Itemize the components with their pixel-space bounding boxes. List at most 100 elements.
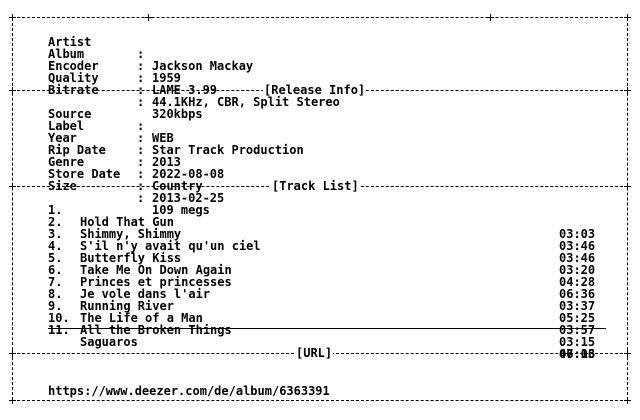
field-value: 44.1KHz, CBR, Split Stereo [152,95,340,109]
corner-plus [9,397,16,404]
track-number: 8. [48,287,63,301]
track-row: 10. All the Broken Things 03:15 [0,300,595,360]
track-title: Princes et princesses [80,275,232,289]
bitrate-row: Bitrate : 320kbps [0,72,203,132]
album-url[interactable]: https://www.deezer.com/de/album/6363391 [48,384,330,398]
track-row: 3. S'il n'y avait qu'un ciel 03:46 [0,216,595,276]
field-label: Label [48,119,85,133]
top-rule [12,17,628,18]
field-label: Rip Date [48,143,106,157]
field-value: LAME 3.99 [152,83,218,97]
track-row: 9. The Life of a Man 03:57 [0,288,595,348]
field-label: Source [48,107,92,121]
corner-plus [624,397,631,404]
label-row: Label : Star Track Production [0,108,304,168]
corner-plus [9,87,16,94]
field-label: Bitrate [48,83,99,97]
track-duration: 03:46 [559,239,596,253]
genre-row: Genre : Country [0,144,203,204]
size-row: Size : 109 megs [0,168,210,228]
release-info-title: [Release Info] [263,83,367,97]
track-row: 2. Shimmy, Shimmy 03:46 [0,204,595,264]
track-title: Take Me On Down Again [80,263,232,277]
track-duration: 03:15 [559,335,596,349]
right-border [627,18,628,400]
corner-plus [9,14,16,21]
total-duration: 47:16 [559,347,596,361]
field-value: Jackson Mackay [152,59,254,73]
total-divider [48,328,606,329]
url-row: https://www.deezer.com/de/album/6363391 [0,373,330,409]
track-number: 4. [48,239,63,253]
track-duration: 06:03 [559,347,596,361]
field-colon: : [137,71,145,85]
track-row: 11. Saguaros 06:03 [0,312,595,372]
track-title: Butterfly Kiss [80,251,182,265]
field-label: Artist [48,35,92,49]
track-title: The Life of a Man [80,311,203,325]
field-colon: : [137,95,145,109]
corner-plus [9,350,16,357]
field-colon: : [137,131,145,145]
track-title: S'il n'y avait qu'un ciel [80,239,261,253]
track-title: Saguaros [80,335,138,349]
track-number: 9. [48,299,63,313]
track-title: Je vole dans l'air [80,287,211,301]
track-number: 10. [48,311,70,325]
track-number: 3. [48,227,63,241]
year-row: Year : 2013 [0,120,181,180]
corner-plus [9,183,16,190]
field-colon: : [137,143,145,157]
field-colon: : [137,179,145,193]
total-row: 47:16 [0,336,595,372]
track-number: 6. [48,263,63,277]
field-label: Store Date [48,167,121,181]
field-colon: : [137,83,145,97]
album-row: Album : 1959 [0,36,181,96]
track-number: 11. [48,323,70,337]
store-date-row: Store Date : 2013-02-25 [0,156,224,216]
track-duration: 05:25 [559,311,596,325]
field-value: 1959 [152,71,181,85]
corner-plus [145,14,152,21]
track-row: 4. Butterfly Kiss 03:20 [0,228,595,288]
track-number: 7. [48,275,63,289]
track-title: Shimmy, Shimmy [80,227,182,241]
source-row: Source : WEB [0,96,174,156]
field-label: Year [48,131,77,145]
track-title: Hold That Gun [80,215,174,229]
left-border [12,18,13,400]
track-number: 5. [48,251,63,265]
track-duration: 03:46 [559,251,596,265]
encoder-row: Encoder : LAME 3.99 [0,48,217,108]
corner-plus [487,14,494,21]
field-label: Size [48,179,77,193]
track-row: 6. Princes et princesses 06:36 [0,252,595,312]
field-value: WEB [152,131,174,145]
field-colon: : [137,47,145,61]
field-label: Quality [48,71,99,85]
field-colon: : [137,167,145,181]
track-list-title: [Track List] [271,179,360,193]
field-value: 320kbps [152,107,203,121]
field-label: Genre [48,155,85,169]
track-duration: 03:20 [559,263,596,277]
field-colon: : [137,155,145,169]
corner-plus [624,350,631,357]
field-value: 109 megs [152,203,210,217]
track-row: 7. Je vole dans l'air 03:37 [0,264,595,324]
track-row: 5. Take Me On Down Again 04:28 [0,240,595,300]
track-duration: 03:03 [559,227,596,241]
corner-plus [624,14,631,21]
field-colon: : [137,119,145,133]
track-duration: 04:28 [559,275,596,289]
field-value: Star Track Production [152,143,304,157]
artist-row: Artist : Jackson Mackay [0,24,253,84]
track-title: All the Broken Things [80,323,232,337]
corner-plus [624,183,631,190]
track-duration: 06:36 [559,287,596,301]
track-duration: 03:37 [559,299,596,313]
field-colon: : [137,59,145,73]
track-number: 1. [48,203,63,217]
